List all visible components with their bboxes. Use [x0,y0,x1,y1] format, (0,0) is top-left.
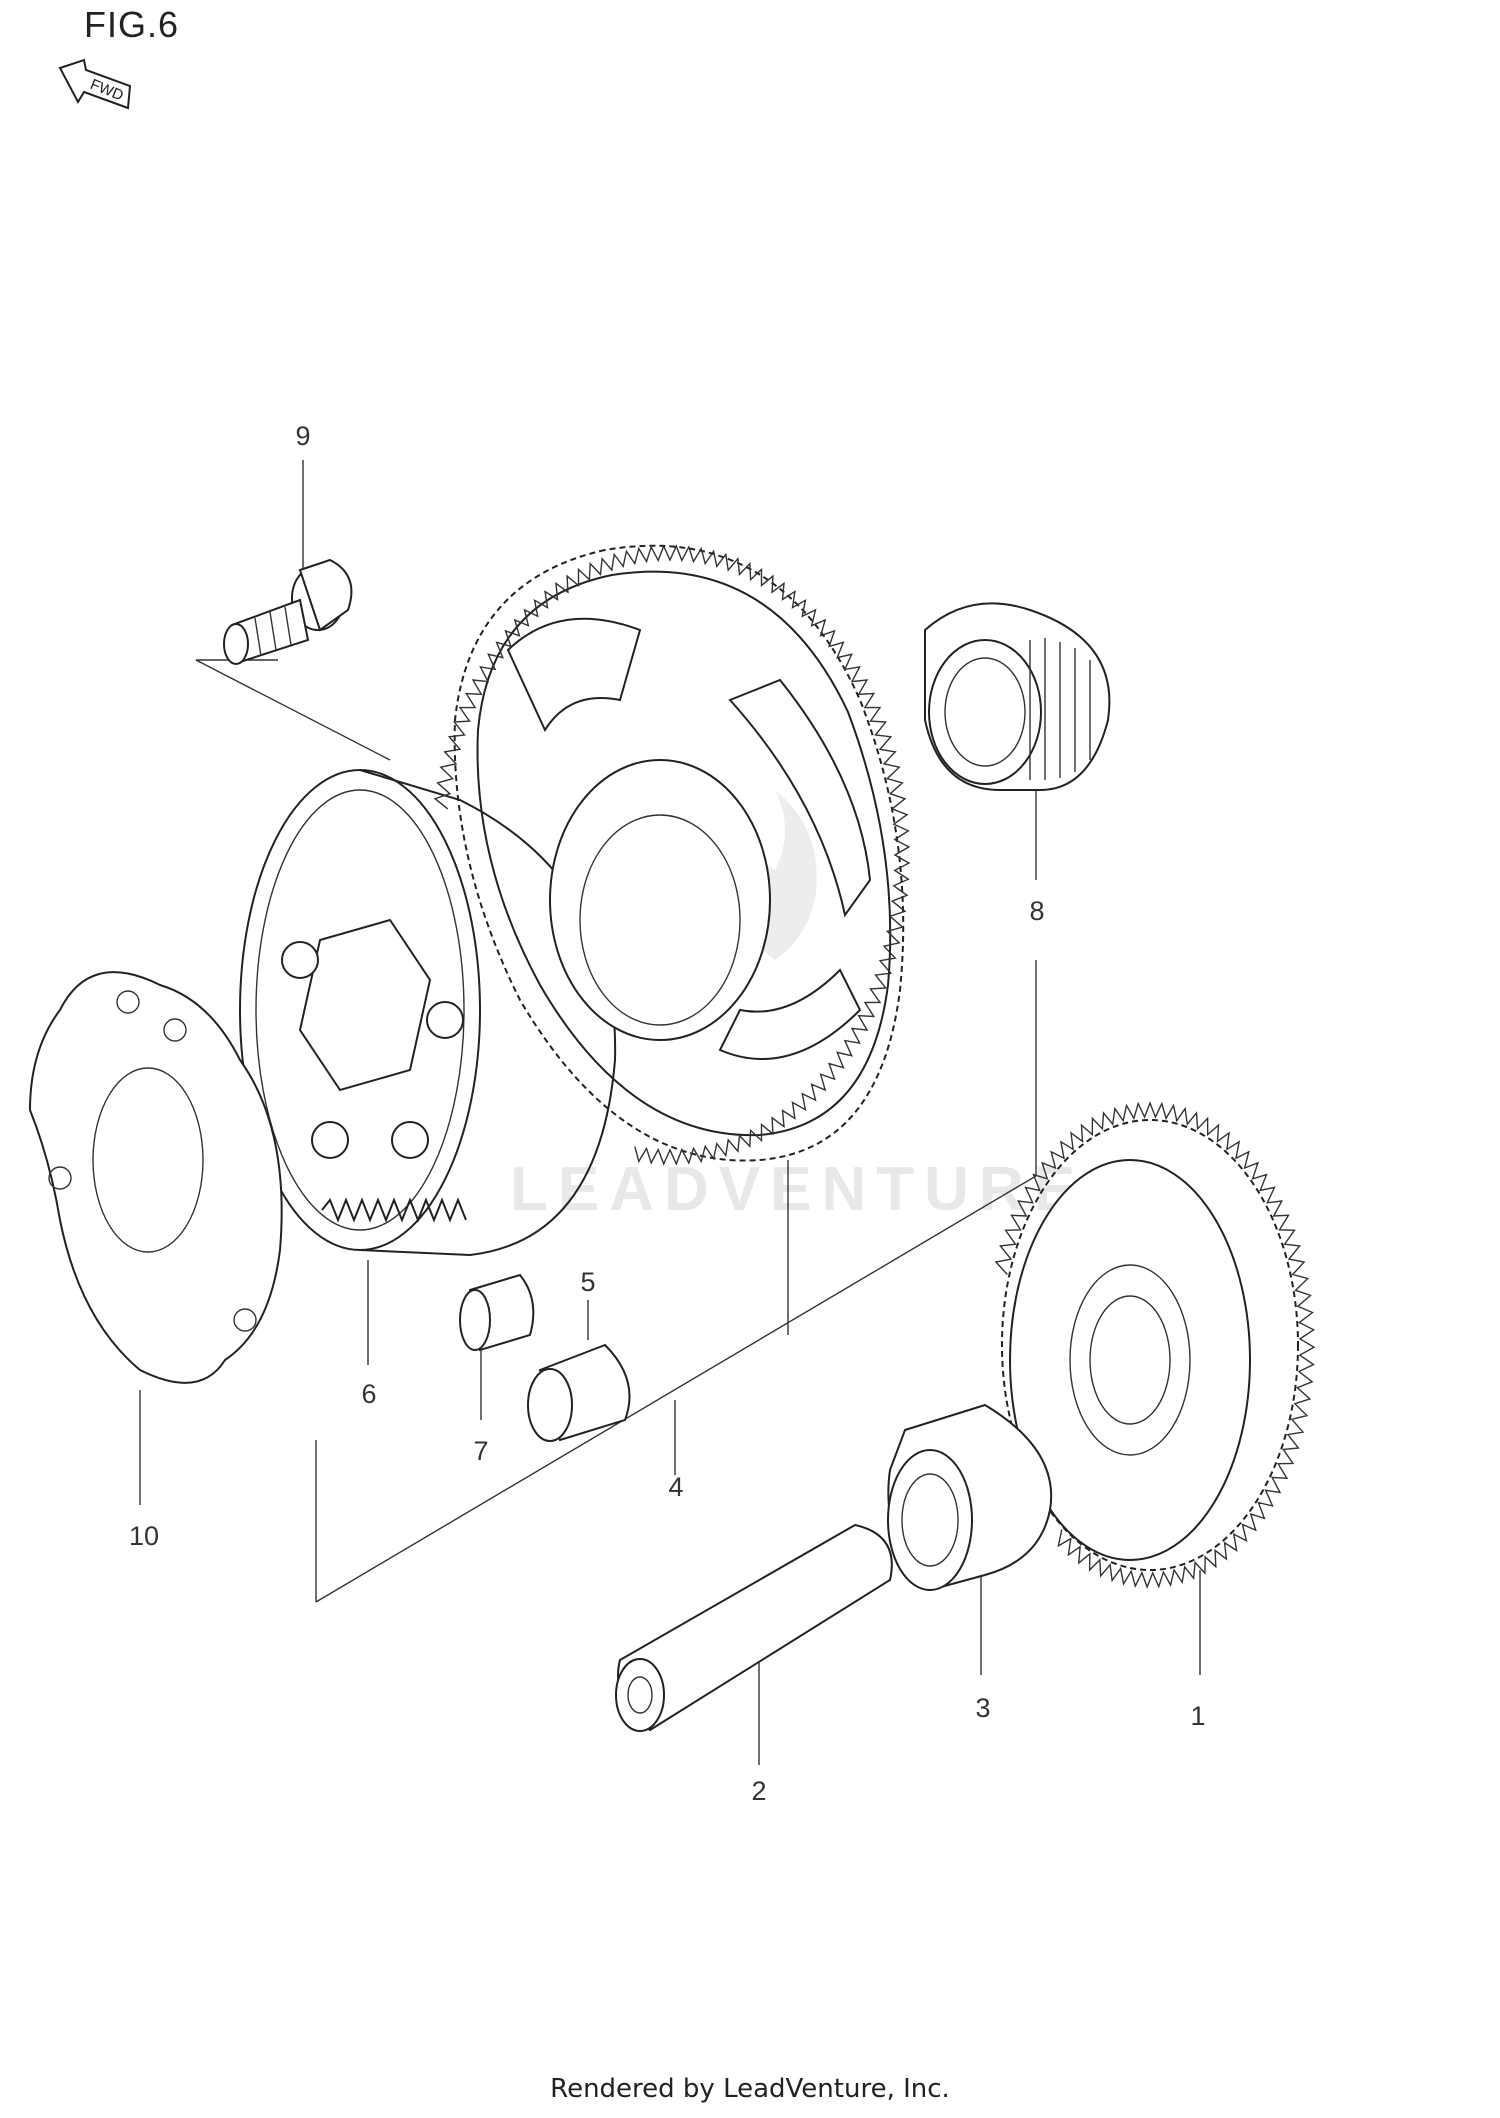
starter-clutch-body [239,759,771,1257]
callout-8: 8 [1029,896,1044,926]
callout-6: 6 [361,1379,376,1409]
callout-3: 3 [975,1693,990,1723]
part-2-shaft [615,1523,893,1732]
callout-labels: 1 2 3 4 5 6 7 8 9 10 [129,421,1206,1806]
footer-credit: Rendered by LeadVenture, Inc. [550,2074,950,2104]
part-6-spring [321,1197,467,1223]
part-10-plate [28,971,283,1384]
callout-5: 5 [580,1267,595,1297]
figure-title: FIG.6 [84,4,180,45]
part-7-roller [459,1273,535,1352]
fwd-arrow-icon: FWD [58,58,132,110]
callout-4: 4 [668,1472,683,1502]
part-5-cap [527,1343,631,1442]
part-9-bolt [223,558,353,665]
part-3-spacer [887,1403,1053,1592]
gear-1-teeth [994,1101,1316,1589]
gear-4-teeth [433,544,911,1166]
part-4-starter-gear [453,544,905,1162]
watermark-text: LEADVENTURE [510,1155,1085,1224]
callout-2: 2 [751,1776,766,1806]
callout-10: 10 [129,1521,159,1551]
callout-9: 9 [295,421,310,451]
callout-7: 7 [473,1436,488,1466]
part-8-needle-bearing [924,602,1111,791]
callout-1: 1 [1190,1701,1205,1731]
part-1-idle-gear [1001,1119,1299,1571]
